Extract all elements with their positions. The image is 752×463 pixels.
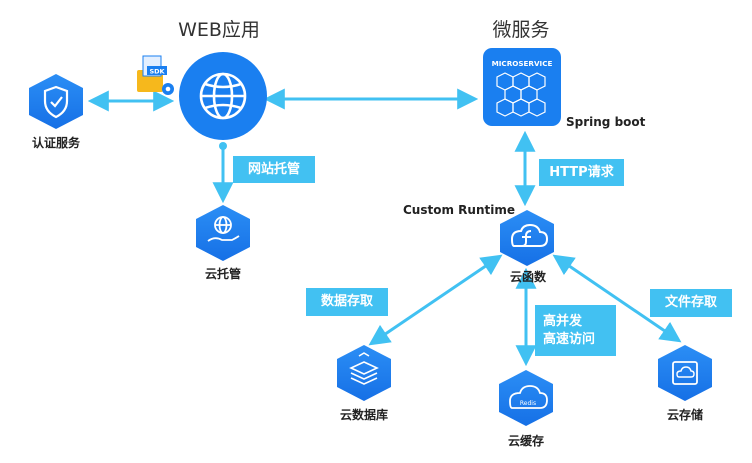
http-request-tag: HTTP请求 <box>539 159 624 186</box>
redis-label: Redis <box>520 400 536 407</box>
redis-cloud-icon <box>509 385 548 409</box>
spring-boot-label: Spring boot <box>566 115 646 129</box>
check-icon <box>50 96 63 108</box>
globe-icon <box>199 72 247 120</box>
sdk-label: SDK <box>149 68 165 76</box>
globe-hand-icon <box>207 216 240 242</box>
shield-icon <box>43 85 69 119</box>
cloud-cache-node: Redis <box>499 370 553 426</box>
auth-service-label: 认证服务 <box>31 136 81 150</box>
cloud-function-node <box>500 210 554 266</box>
cloud-db-node <box>337 345 391 401</box>
cloud-db-label: 云数据库 <box>339 408 389 422</box>
hosting-connector-dot <box>219 142 227 150</box>
concurrency-line-2: 高速访问 <box>543 331 596 347</box>
connector-function-db <box>368 254 503 346</box>
microservice-title: 微服务 <box>492 19 550 41</box>
custom-runtime-label: Custom Runtime <box>403 203 515 217</box>
cloud-storage-node <box>658 345 712 401</box>
microservice-badge-text: MICROSERVICE <box>492 59 553 68</box>
web-app-title: WEB应用 <box>178 19 260 41</box>
file-access-tag: 文件存取 <box>650 289 732 317</box>
auth-service-node <box>29 74 83 129</box>
connectors <box>87 88 682 367</box>
cloud-function-icon <box>510 223 549 247</box>
cube-cluster-icon <box>496 72 546 117</box>
concurrency-line-1: 高并发 <box>543 313 583 329</box>
storage-box-icon <box>672 361 698 385</box>
cloud-storage-label: 云存储 <box>666 408 704 422</box>
hosting-node <box>196 205 250 261</box>
data-access-tag: 数据存取 <box>306 288 388 316</box>
concurrency-tag: 高并发 高速访问 <box>535 305 616 356</box>
web-hosting-tag: 网站托管 <box>233 156 315 183</box>
cloud-function-label: 云函数 <box>509 270 547 284</box>
storage-cloud-icon <box>676 366 695 378</box>
connector-function-storage <box>552 254 682 343</box>
microservice-node: MICROSERVICE <box>483 48 561 126</box>
cloud-cache-label: 云缓存 <box>507 434 545 448</box>
database-stack-icon <box>349 352 379 385</box>
hosting-label: 云托管 <box>204 267 242 281</box>
sdk-badge: SDK <box>137 55 174 95</box>
web-app-node <box>179 52 267 140</box>
